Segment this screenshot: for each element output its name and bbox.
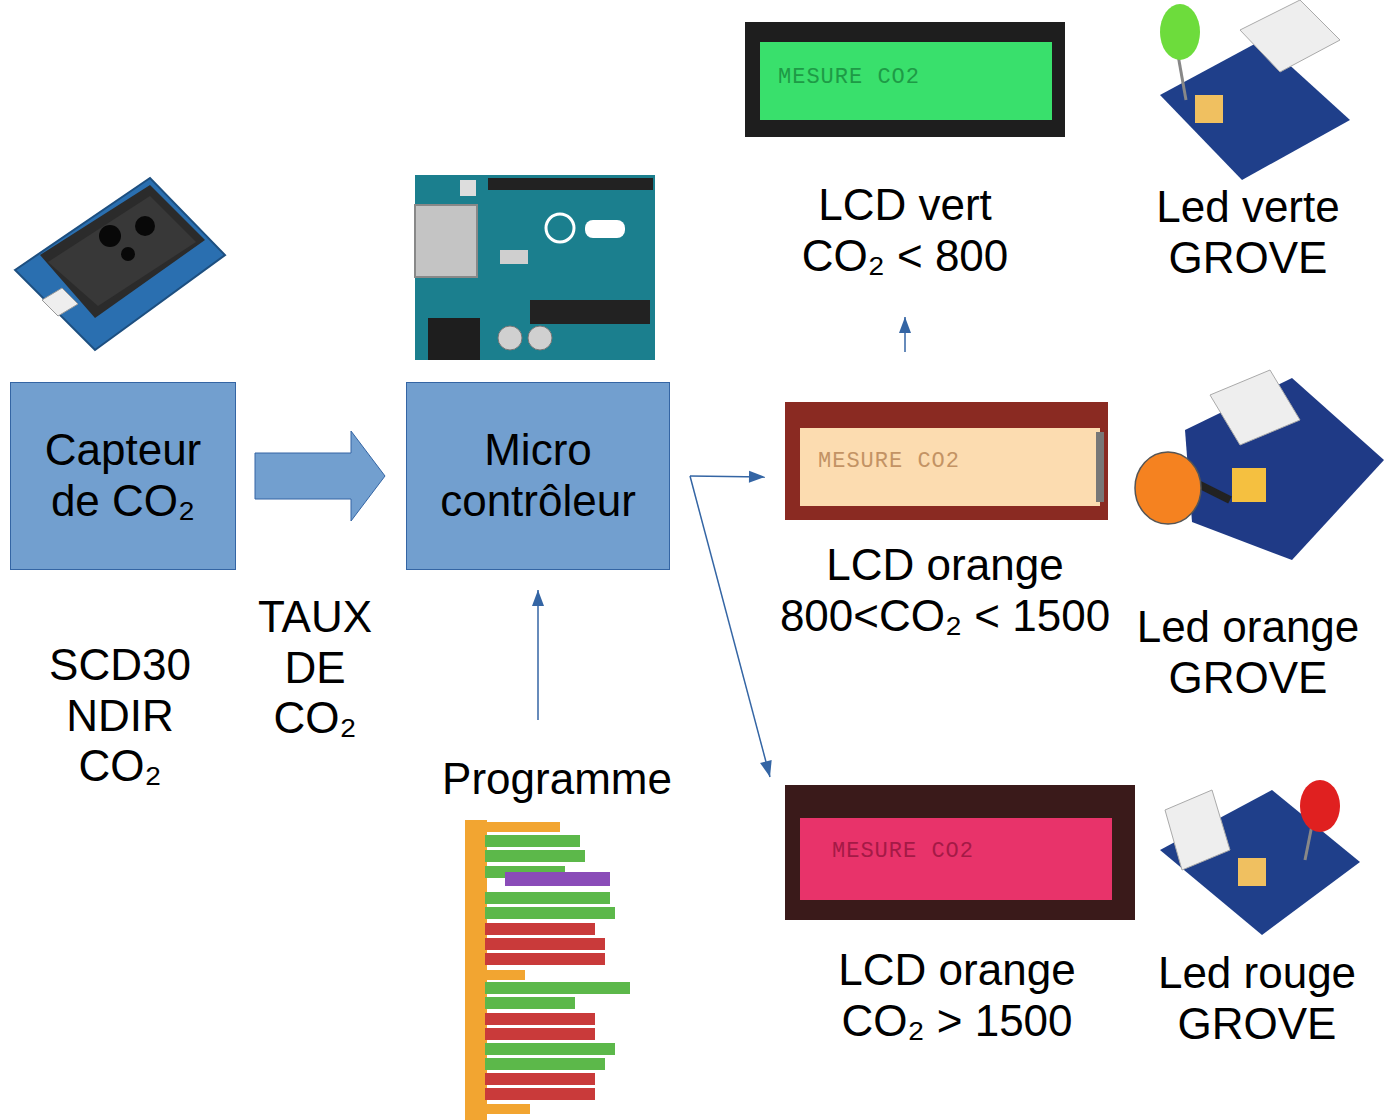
arrow-line <box>690 476 770 777</box>
annotation-label: Led orange GROVE <box>1118 602 1378 703</box>
lcd-output: LCD orange800<CO₂ < 1500 <box>765 400 1125 652</box>
lcd-screen-text: MESURE CO2 <box>778 66 920 90</box>
connector <box>899 317 911 352</box>
co2-sensor-photo <box>15 178 225 350</box>
annotation-label: Led rouge GROVE <box>1132 948 1382 1049</box>
connector <box>690 471 765 483</box>
arrow-head <box>532 590 544 606</box>
block-program-image <box>465 820 630 1120</box>
program-node: Programme <box>432 750 682 1115</box>
arrow-head <box>749 471 765 483</box>
arrow-head <box>899 317 911 333</box>
node-title: LCD orange <box>770 945 1144 996</box>
process-box: Micro contrôleur <box>406 382 670 570</box>
node-text: CO₂ > 1500 <box>770 996 1144 1047</box>
node-text: CO₂ < 800 <box>785 231 1025 282</box>
lcd-screen-text: MESURE CO2 <box>832 840 974 864</box>
lcd-red-photo <box>785 785 1135 920</box>
annotation-label: Led verte GROVE <box>1133 182 1363 283</box>
lcd-screen-text: MESURE CO2 <box>818 450 960 474</box>
lcd-orange-photo <box>785 402 1108 520</box>
node-title: Capteur de CO₂ <box>19 425 227 526</box>
arrow-line <box>537 590 539 720</box>
node-title: LCD vert <box>785 180 1025 231</box>
arduino-board-photo <box>415 175 655 360</box>
annotation-label: SCD30 NDIR CO₂ <box>45 640 195 792</box>
process-box: Capteur de CO₂ <box>10 382 236 570</box>
red-led-photo <box>1160 780 1360 935</box>
connector <box>532 590 544 720</box>
edge-label: TAUX DE CO₂ <box>250 592 380 744</box>
orange-led-photo <box>1135 370 1384 560</box>
node-title: Micro contrôleur <box>415 425 661 526</box>
lcd-output: LCD vertCO₂ < 800 <box>785 22 1025 297</box>
lcd-green-photo <box>745 22 1065 137</box>
block-arrow <box>255 431 385 521</box>
green-led-photo <box>1160 0 1350 180</box>
lcd-output: LCD orangeCO₂ > 1500 <box>770 775 1144 1060</box>
connector <box>255 431 385 521</box>
node-text: 800<CO₂ < 1500 <box>765 591 1125 642</box>
node-title: LCD orange <box>765 540 1125 591</box>
arrow-head <box>760 760 772 777</box>
connector <box>690 476 772 777</box>
node-title: Programme <box>432 754 682 805</box>
